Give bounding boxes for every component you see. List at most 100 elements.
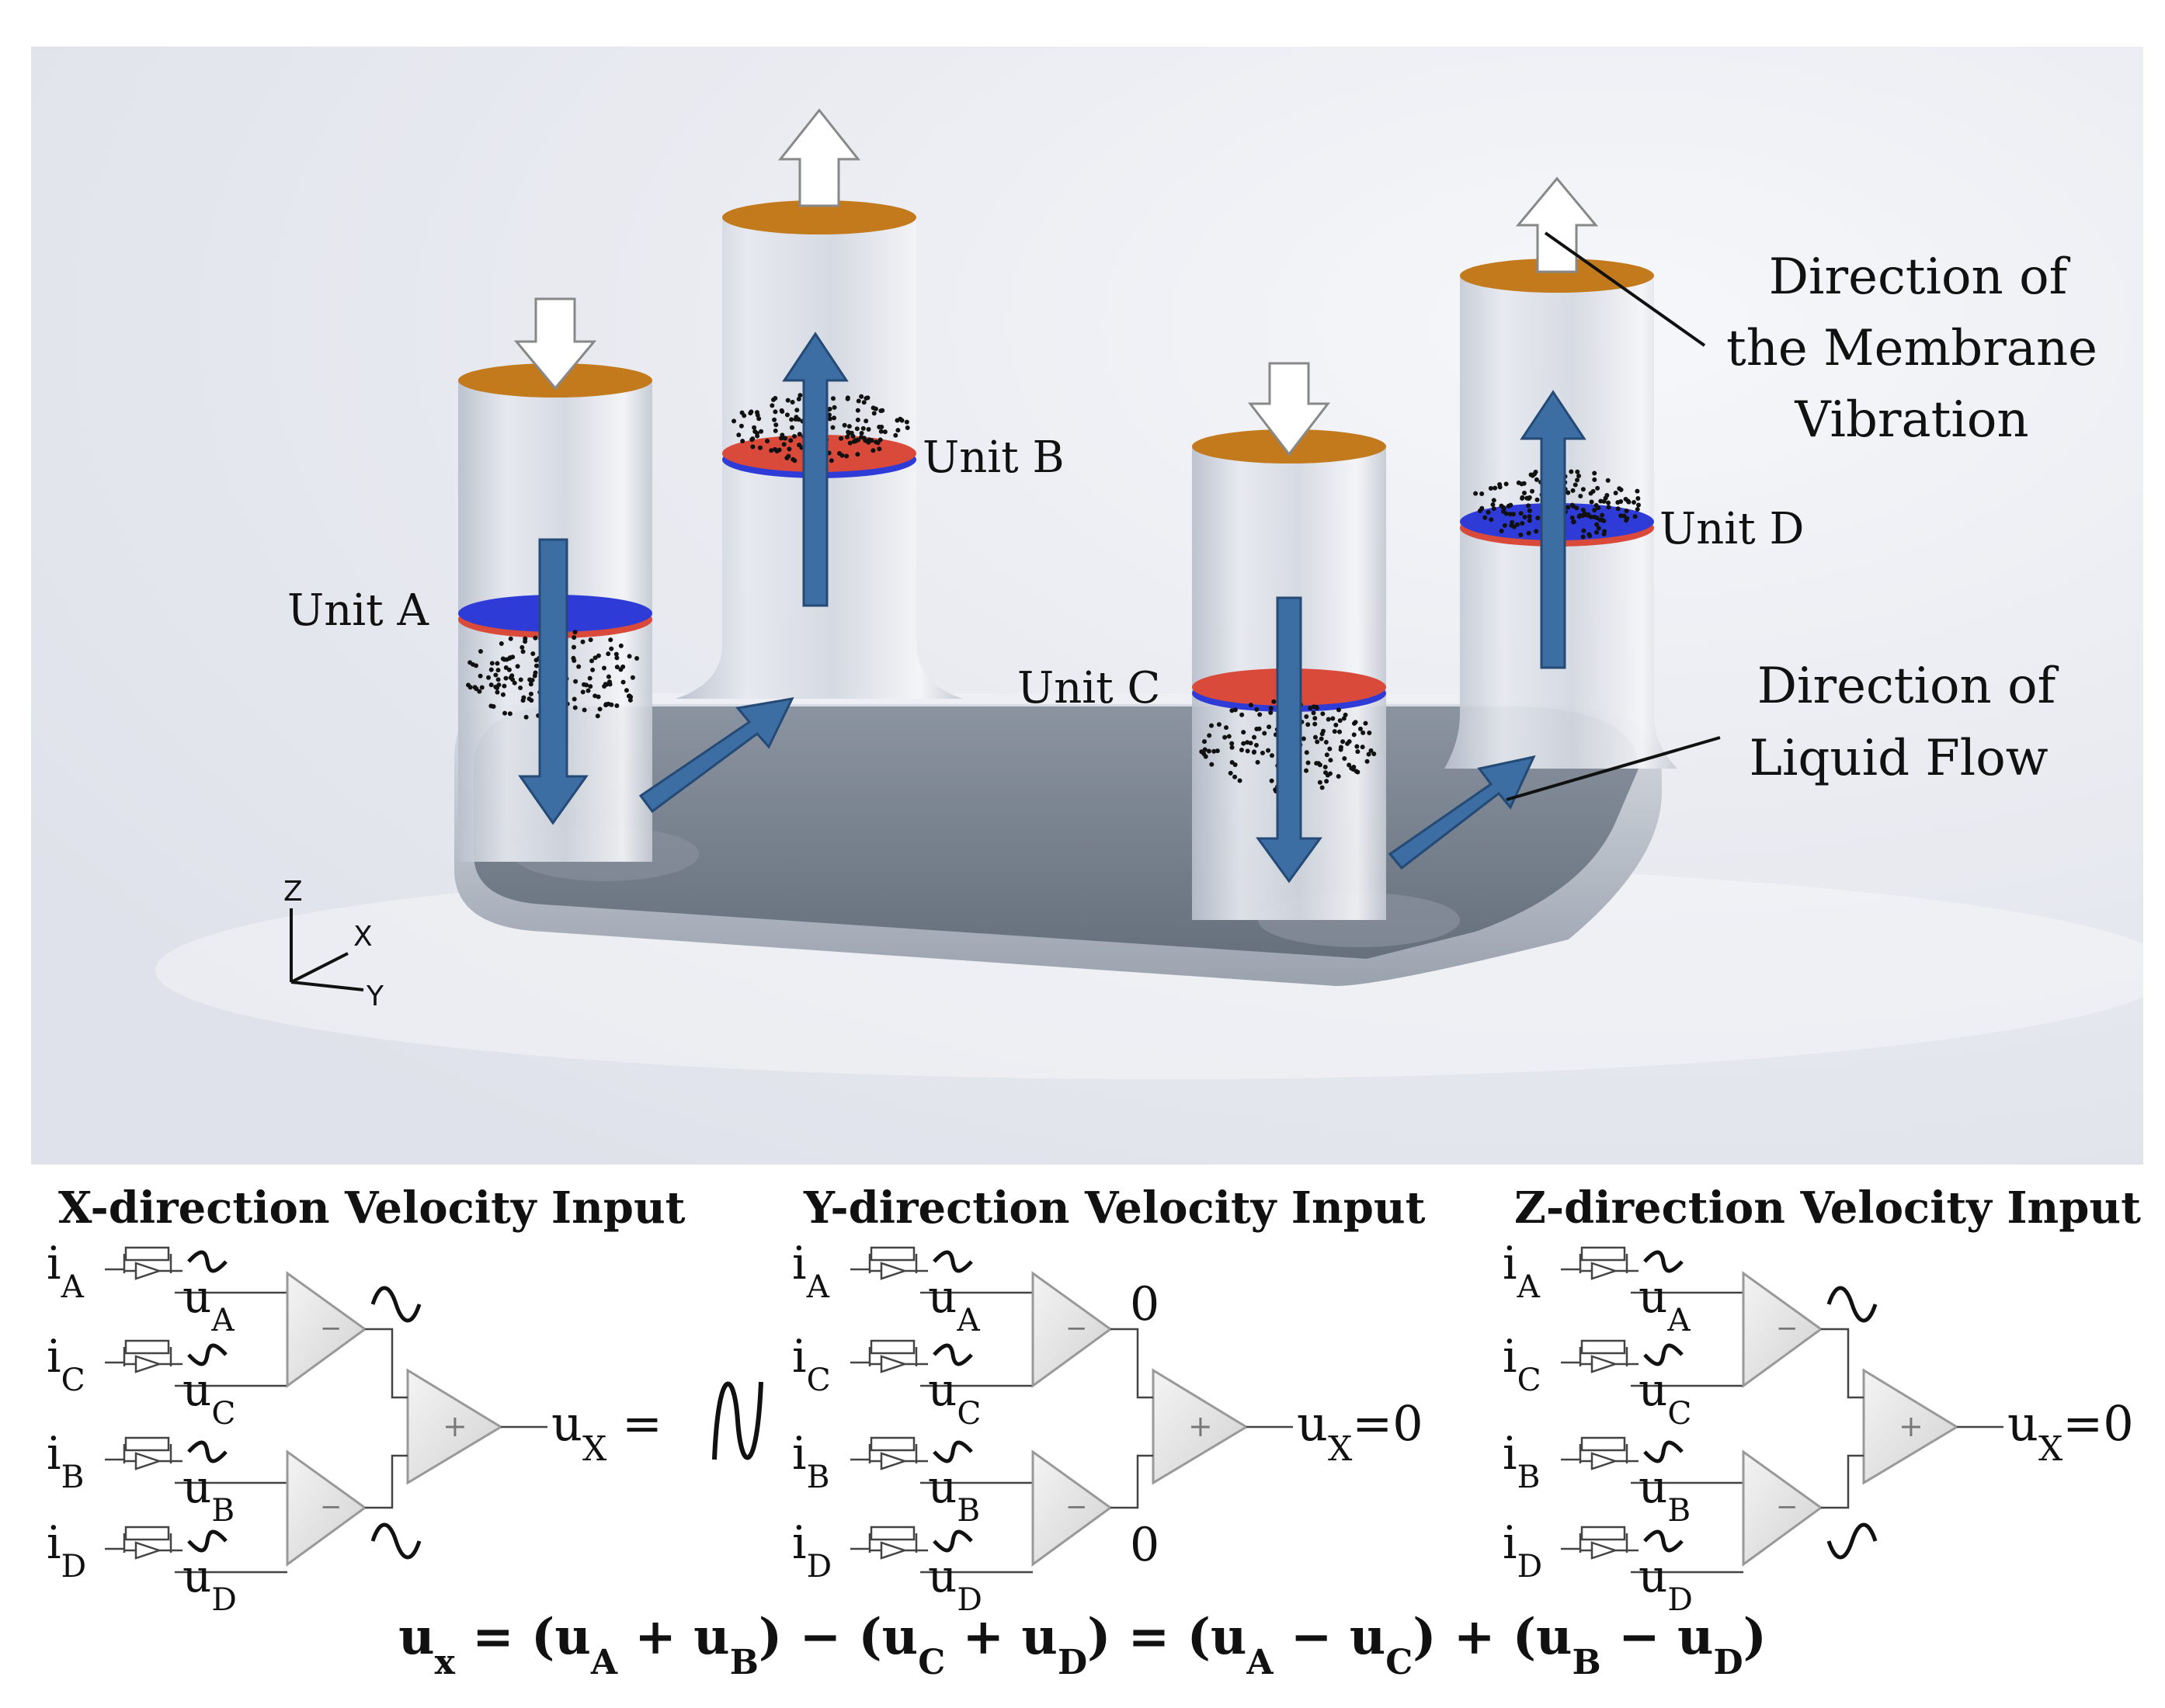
- stage-output-value: 0: [1130, 1277, 1159, 1331]
- panel-output-label: uX=0: [1297, 1395, 1423, 1469]
- preamp-icon: [1561, 1339, 1743, 1387]
- preamp-icon: [105, 1436, 287, 1484]
- panel-title: Y-direction Velocity Input: [803, 1182, 1426, 1234]
- voltage-label-d: uD: [928, 1550, 982, 1618]
- voltage-label-b: uB: [182, 1460, 235, 1529]
- label-flow-direction-line1: Direction of: [1757, 658, 2059, 715]
- voltage-label-c: uC: [1639, 1363, 1691, 1432]
- current-label-b: iB: [47, 1427, 84, 1495]
- voltage-label-d: uD: [182, 1550, 237, 1618]
- opamp-sign: +: [1188, 1409, 1213, 1443]
- preamp-icon: [105, 1526, 287, 1574]
- input-wave-icon: [933, 1343, 973, 1366]
- stage-output-wave-icon: [1826, 1522, 1878, 1560]
- opamp-sign: −: [320, 1313, 342, 1344]
- panel-output-label: uX=0: [2007, 1395, 2134, 1469]
- input-wave-icon: [1643, 1343, 1684, 1366]
- panel-title: X-direction Velocity Input: [58, 1182, 686, 1234]
- preamp-icon: [850, 1339, 1033, 1387]
- axis-label-x: X: [353, 921, 373, 953]
- membrane-arrow-b-up: [777, 108, 861, 207]
- preamp-icon: [1561, 1526, 1743, 1574]
- label-flow-direction-line2: Liquid Flow: [1749, 730, 2048, 787]
- current-label-a: iA: [792, 1237, 830, 1305]
- flow-arrow-ab: [638, 697, 794, 814]
- subtractor-opamp-top: [1031, 1271, 1113, 1388]
- stage-output-wave-icon: [370, 1522, 422, 1560]
- axis-label-z: Z: [283, 876, 303, 908]
- opamp-sign: −: [1065, 1313, 1088, 1344]
- input-wave-icon: [187, 1250, 228, 1273]
- summing-opamp: [1152, 1368, 1249, 1485]
- label-membrane-direction-line1: Direction of: [1769, 248, 2071, 306]
- subtractor-opamp-bottom: [1742, 1449, 1823, 1567]
- opamp-sign: +: [1899, 1409, 1923, 1443]
- input-wave-icon: [933, 1250, 973, 1273]
- subtractor-opamp-bottom: [286, 1449, 367, 1567]
- leader-line-flow: [1506, 736, 1721, 801]
- opamp-sign: −: [1065, 1491, 1088, 1522]
- preamp-icon: [850, 1526, 1033, 1574]
- subtractor-opamp-top: [1742, 1271, 1823, 1388]
- summing-opamp: [406, 1368, 503, 1485]
- opamp-sign: −: [1776, 1313, 1798, 1344]
- leader-line-membrane: [1544, 231, 1706, 347]
- output-wave-icon: [712, 1381, 763, 1460]
- axis-label-y: Y: [366, 981, 384, 1012]
- scene-background: [31, 47, 2143, 1165]
- current-label-c: iC: [792, 1330, 831, 1398]
- current-label-a: iA: [47, 1237, 85, 1305]
- flow-arrow-b-up: [782, 332, 849, 607]
- input-wave-icon: [933, 1440, 973, 1463]
- voltage-label-a: uA: [1639, 1270, 1691, 1338]
- voltage-label-d: uD: [1639, 1550, 1693, 1618]
- label-membrane-direction-line3: Vibration: [1794, 391, 2028, 449]
- voltage-label-c: uC: [928, 1363, 981, 1432]
- opamp-sign: +: [443, 1409, 467, 1443]
- flow-arrow-c-down: [1256, 596, 1322, 884]
- membrane-arrow-a-down: [513, 297, 597, 391]
- voltage-label-a: uA: [928, 1270, 980, 1338]
- current-label-c: iC: [47, 1330, 85, 1398]
- current-label-c: iC: [1503, 1330, 1541, 1398]
- subtractor-opamp-bottom: [1031, 1449, 1113, 1567]
- panel-output-label: uX =: [551, 1395, 662, 1469]
- summary-equation: ux = (uA + uB) − (uC + uD) = (uA − uC) +…: [398, 1608, 1767, 1682]
- flow-arrow-d-up: [1520, 390, 1586, 669]
- current-label-b: iB: [1503, 1427, 1540, 1495]
- opamp-sign: −: [1776, 1491, 1798, 1522]
- preamp-icon: [105, 1339, 287, 1387]
- input-wave-icon: [1643, 1440, 1684, 1463]
- stage-output-wave-icon: [370, 1286, 422, 1323]
- voltage-label-b: uB: [1639, 1460, 1691, 1529]
- voltage-label-c: uC: [182, 1363, 235, 1432]
- current-label-d: iD: [47, 1516, 86, 1585]
- current-label-a: iA: [1503, 1237, 1541, 1305]
- input-wave-icon: [187, 1440, 228, 1463]
- preamp-icon: [1561, 1436, 1743, 1484]
- input-wave-icon: [1643, 1529, 1684, 1553]
- preamp-icon: [1561, 1246, 1743, 1294]
- current-label-d: iD: [1503, 1516, 1542, 1585]
- subtractor-opamp-top: [286, 1271, 367, 1388]
- current-label-b: iB: [792, 1427, 829, 1495]
- panel-title: Z-direction Velocity Input: [1514, 1182, 2141, 1234]
- membrane-arrow-c-down: [1247, 362, 1331, 457]
- membrane-arrow-d-up: [1515, 176, 1599, 273]
- stage-output-wave-icon: [1826, 1286, 1878, 1323]
- flow-arrow-a-down: [518, 538, 589, 825]
- voltage-label-a: uA: [182, 1270, 235, 1338]
- label-unit-a: Unit A: [287, 585, 429, 636]
- input-wave-icon: [933, 1529, 973, 1553]
- input-wave-icon: [187, 1343, 228, 1366]
- label-unit-b: Unit B: [923, 432, 1065, 483]
- stage-output-value: 0: [1130, 1518, 1159, 1572]
- input-wave-icon: [1643, 1250, 1684, 1273]
- input-wave-icon: [187, 1529, 228, 1553]
- current-label-d: iD: [792, 1516, 832, 1585]
